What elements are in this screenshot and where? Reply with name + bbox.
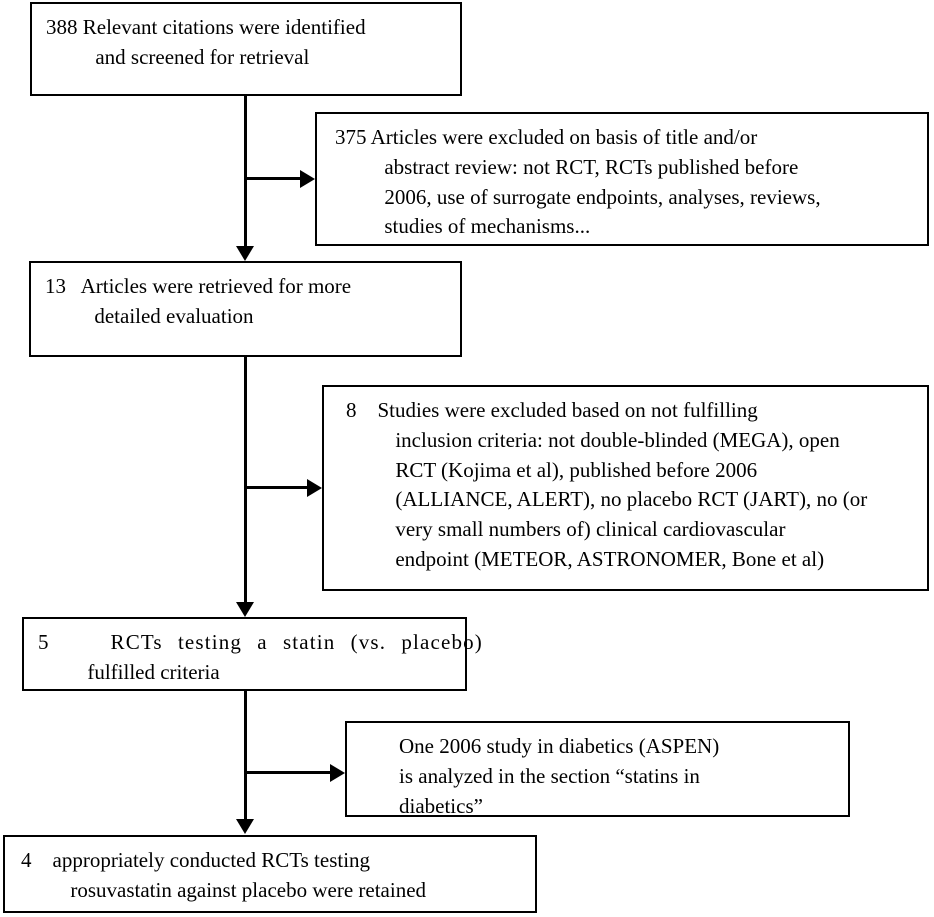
node-excluded-criteria-line-5: very small numbers of) clinical cardiova… [395, 517, 786, 542]
node-excluded-title-abstract-line-4: studies of mechanisms... [384, 214, 591, 239]
connector-branch-to-excluded-criteria [244, 486, 309, 489]
node-excluded-criteria-line-4: (ALLIANCE, ALERT), no placebo RCT (JART)… [395, 487, 868, 512]
connector-retrieved-to-fulfilled [244, 357, 247, 604]
arrowhead-identified-to-retrieved [236, 246, 254, 261]
node-excluded-criteria-line-2: inclusion criteria: not double-blinded (… [395, 427, 840, 452]
node-fulfilled-line-1: 5 RCTs testing a statin (vs. placebo) [38, 630, 483, 654]
node-excluded-criteria-line-3: RCT (Kojima et al), published before 200… [395, 457, 758, 482]
node-excluded-title-abstract-line-1: 375 Articles were excluded on basis of t… [335, 125, 758, 149]
connector-branch-to-aspen [244, 771, 332, 774]
node-excluded-title-abstract-line-2: abstract review: not RCT, RCTs published… [384, 154, 799, 179]
node-identified-line-1: 388 Relevant citations were identified [46, 15, 366, 39]
node-aspen-line-2: is analyzed in the section “statins in [399, 763, 700, 788]
arrowhead-fulfilled-to-retained [236, 819, 254, 834]
node-excluded-criteria: 8 Studies were excluded based on not ful… [322, 385, 929, 591]
node-retained-line-1: 4 appropriately conducted RCTs testing [21, 848, 371, 872]
node-retrieved-line-1: 13 Articles were retrieved for more [45, 274, 352, 298]
connector-fulfilled-to-retained [244, 691, 247, 821]
arrowhead-branch-to-excluded-title-abstract [300, 170, 315, 188]
arrowhead-branch-to-aspen [330, 764, 345, 782]
connector-branch-to-excluded-title-abstract [244, 177, 302, 180]
node-identified: 388 Relevant citations were identified a… [30, 2, 462, 96]
node-aspen-line-3: diabetics” [399, 793, 483, 818]
node-retrieved: 13 Articles were retrieved for more deta… [29, 261, 462, 357]
arrowhead-branch-to-excluded-criteria [307, 479, 322, 497]
node-retained: 4 appropriately conducted RCTs testing r… [3, 835, 537, 913]
node-fulfilled-line-2: fulfilled criteria [87, 659, 220, 684]
node-excluded-criteria-line-6: endpoint (METEOR, ASTRONOMER, Bone et al… [395, 547, 825, 572]
node-identified-line-2: and screened for retrieval [95, 44, 310, 69]
node-excluded-title-abstract: 375 Articles were excluded on basis of t… [315, 112, 929, 246]
node-fulfilled: 5 RCTs testing a statin (vs. placebo) fu… [22, 617, 483, 691]
node-aspen-line-1: One 2006 study in diabetics (ASPEN) [399, 734, 720, 758]
node-excluded-criteria-line-1: 8 Studies were excluded based on not ful… [346, 398, 758, 422]
node-retrieved-line-2: detailed evaluation [94, 303, 254, 328]
arrowhead-retrieved-to-fulfilled [236, 602, 254, 617]
node-retained-line-2: rosuvastatin against placebo were retain… [70, 877, 427, 902]
connector-identified-to-retrieved [244, 96, 247, 248]
node-aspen: One 2006 study in diabetics (ASPEN) is a… [345, 721, 850, 818]
node-excluded-title-abstract-line-3: 2006, use of surrogate endpoints, analys… [384, 184, 821, 209]
